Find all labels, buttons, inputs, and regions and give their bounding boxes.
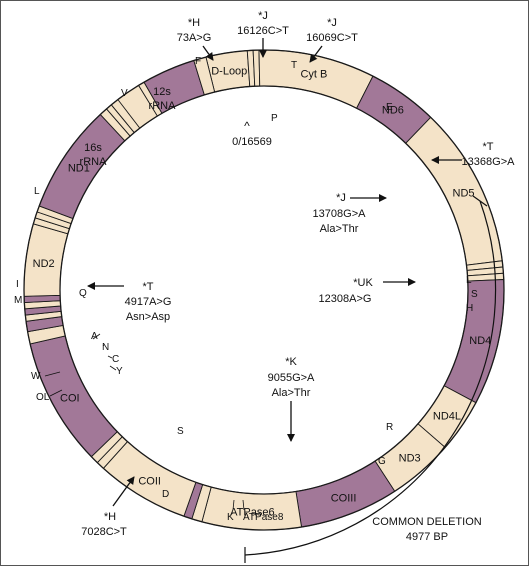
trna-label-v: V — [121, 88, 128, 99]
trna-label-h-right: H — [466, 303, 473, 314]
deletion-arc — [244, 200, 497, 556]
arrow-j16069 — [309, 45, 323, 63]
ring-inner-edge — [59, 85, 469, 495]
mut-uk12308-change: 12308A>G — [319, 293, 372, 305]
trna-label-d: D — [162, 489, 169, 500]
trna-label-m: M — [14, 295, 22, 306]
label-nd6: ND6 — [382, 104, 404, 116]
trna-label-p: P — [271, 113, 278, 124]
mut-t4917-aa: Asn>Asp — [126, 311, 170, 323]
trna-label-r: R — [386, 422, 393, 433]
rrna-16s-line2: rRNA — [80, 156, 108, 168]
trna-label-e: E — [386, 102, 393, 113]
label-nd4: ND4 — [469, 335, 491, 347]
trna-label-y: Y — [116, 366, 123, 377]
label-coiii: COIII — [331, 492, 357, 504]
label-nd5: ND5 — [453, 188, 475, 200]
mut-j16069-hap: *J — [327, 17, 337, 29]
rrna-16s-line1: 16s — [84, 142, 102, 154]
label-d-loop: D-Loop — [211, 66, 247, 78]
trna-label-n: N — [102, 342, 109, 353]
mut-t13368-change: 13368G>A — [462, 156, 516, 168]
label-leader-lines — [44, 333, 245, 511]
trna-label-w: W — [31, 371, 41, 382]
trna-label-s-left: S — [177, 426, 184, 437]
mut-j13708-change: 13708G>A — [313, 208, 367, 220]
mut-h7028-hap: *H — [104, 511, 116, 523]
label-nd4l: ND4L — [433, 411, 461, 423]
trna-label-t: T — [291, 60, 297, 71]
trna-label-k: K — [227, 512, 234, 523]
trna-label-q: Q — [79, 288, 87, 299]
label-coi: COI — [60, 393, 80, 405]
arrow-h73 — [202, 45, 214, 61]
mut-h73-hap: *H — [188, 17, 200, 29]
trna-label-c: C — [112, 354, 119, 365]
label-nd1: ND1 — [68, 162, 90, 174]
label-coii: COII — [138, 475, 161, 487]
label-cyt-b: Cyt B — [300, 69, 327, 81]
origin-label-ol: OL — [36, 392, 50, 403]
mut-j16126-change: 16126C>T — [237, 25, 289, 37]
label-nd3: ND3 — [399, 453, 421, 465]
mutation-arrows — [87, 38, 462, 507]
label-atpase6: ATPase6 — [230, 507, 274, 519]
mut-t13368-hap: *T — [483, 141, 494, 153]
rrna-12s-line2: rRNA — [149, 100, 177, 112]
mutation-annotations: *H 73A>G *J 16126C>T *J 16069C>T *T 1336… — [81, 10, 515, 538]
mut-k9055-change: 9055G>A — [268, 372, 315, 384]
origin-label: 0/16569 — [232, 136, 272, 148]
deletion-cap-top — [472, 195, 488, 207]
trna-label-a: A — [91, 331, 98, 342]
mut-h73-change: 73A>G — [177, 32, 212, 44]
mut-j13708-aa: Ala>Thr — [320, 223, 359, 235]
label-nd2: ND2 — [33, 258, 55, 270]
mut-j16126-hap: *J — [258, 10, 268, 22]
mut-k9055-hap: *K — [285, 356, 297, 368]
trna-label-l-top: L — [34, 186, 40, 197]
mut-j13708-hap: *J — [336, 192, 346, 204]
trna-label-g: G — [378, 456, 386, 467]
mut-k9055-aa: Ala>Thr — [272, 387, 311, 399]
atpase8-label: ATPase8 — [243, 512, 284, 523]
trna-label-i: I — [16, 279, 19, 290]
trna-label-l-right: L — [466, 275, 472, 286]
mut-h7028-change: 7028C>T — [81, 526, 127, 538]
origin-caret: ^ — [244, 119, 250, 133]
deletion-size: 4977 BP — [406, 531, 448, 543]
mut-uk12308-hap: *UK — [353, 277, 373, 289]
arrow-h7028 — [112, 476, 135, 507]
trna-label-f: F — [195, 56, 201, 67]
mut-t4917-hap: *T — [143, 281, 154, 293]
trna-label-s-right: S — [471, 289, 478, 300]
mut-j16069-change: 16069C>T — [306, 32, 358, 44]
deletion-title: COMMON DELETION — [372, 516, 481, 528]
mut-t4917-change: 4917A>G — [125, 296, 172, 308]
genome-ring — [23, 49, 505, 531]
rrna-12s-line1: 12s — [153, 86, 171, 98]
